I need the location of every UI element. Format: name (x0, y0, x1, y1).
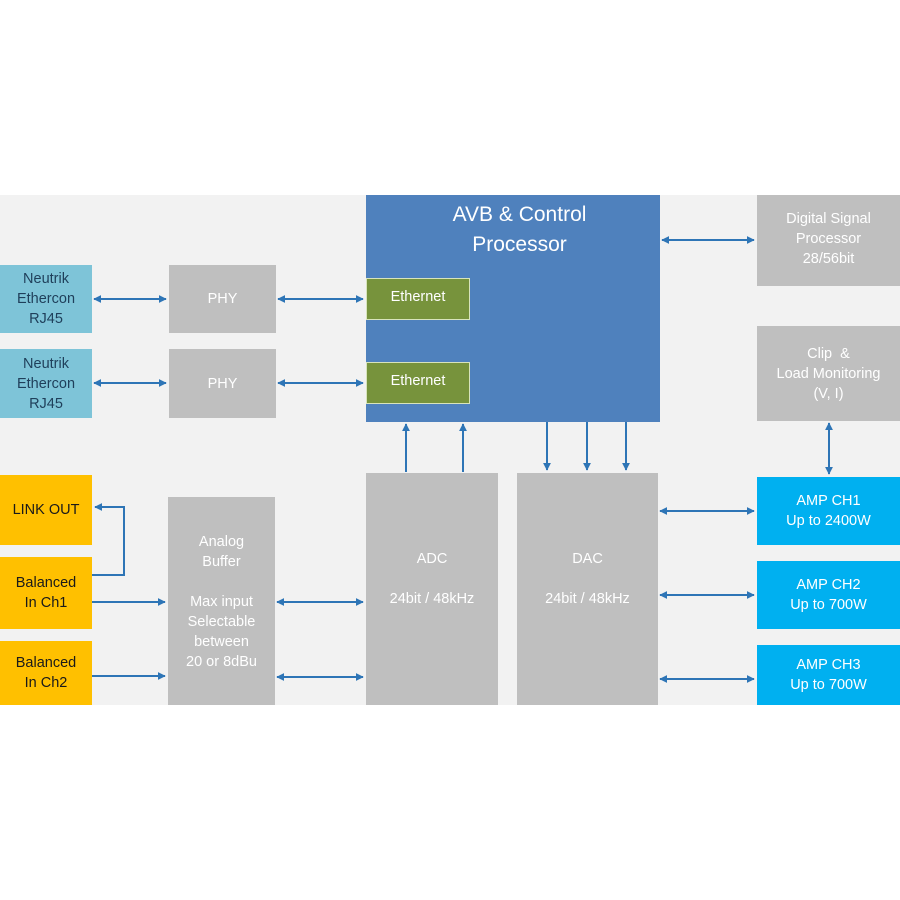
ethernet-port-1: Ethernet (366, 278, 470, 320)
neutrik-1-line3: RJ45 (29, 311, 63, 327)
link-out-label: LINK OUT (12, 502, 80, 518)
amp-ch3: AMP CH3 Up to 700W (757, 645, 900, 705)
balanced-in-ch1: Balanced In Ch1 (0, 557, 92, 629)
analog-line4: Selectable (187, 614, 256, 630)
clip-load-monitoring: Clip & Load Monitoring (V, I) (757, 326, 900, 421)
ethernet-port-2-label: Ethernet (390, 373, 446, 389)
neutrik-2-line3: RJ45 (29, 395, 63, 412)
neutrik-2-line2: Ethercon (16, 375, 76, 392)
dac-spec: 24bit / 48kHz (545, 591, 630, 607)
ethernet-port-1-label: Ethernet (390, 289, 446, 305)
phy-block-2-label: PHY (207, 375, 238, 392)
amp-ch3-power: Up to 700W (790, 677, 867, 693)
arrow-ch1-linkout (92, 503, 125, 576)
neutrik-1-line1: Neutrik (23, 271, 69, 287)
analog-line5: between (194, 634, 249, 650)
amp-ch1: AMP CH1 Up to 2400W (757, 477, 900, 545)
amp-ch1-name: AMP CH1 (796, 493, 861, 509)
adc-spec: 24bit / 48kHz (389, 591, 475, 607)
avb-title-line1: AVB & Control (452, 203, 587, 226)
balanced-ch2-line1: Balanced (15, 655, 77, 671)
analog-line2: Buffer (202, 554, 241, 570)
balanced-ch1-line1: Balanced (15, 575, 77, 591)
neutrik-2-line1: Neutrik (23, 355, 69, 372)
phy-block-2: PHY (169, 349, 276, 418)
adc-name: ADC (416, 551, 448, 567)
adc-block: ADC 24bit / 48kHz (366, 473, 498, 705)
dsp-line3: 28/56bit (802, 251, 855, 267)
dsp-line2: Processor (795, 231, 862, 247)
dac-block: DAC 24bit / 48kHz (517, 473, 658, 705)
phy-block-1: PHY (169, 265, 276, 333)
neutrik-connector-2: Neutrik Ethercon RJ45 (0, 349, 92, 418)
neutrik-connector-1: Neutrik Ethercon RJ45 (0, 265, 92, 333)
amp-ch2: AMP CH2 Up to 700W (757, 561, 900, 629)
amp-ch2-name: AMP CH2 (796, 577, 861, 593)
avb-title-line2: Processor (472, 233, 567, 256)
ethernet-port-2: Ethernet (366, 362, 470, 404)
neutrik-1-line2: Ethercon (16, 291, 76, 307)
analog-line1: Analog (198, 534, 245, 550)
clip-line2: Load Monitoring (776, 365, 881, 382)
digital-signal-processor: Digital Signal Processor 28/56bit (757, 195, 900, 286)
amp-ch1-power: Up to 2400W (786, 513, 871, 529)
clip-line1: Clip & (807, 345, 850, 362)
balanced-in-ch2: Balanced In Ch2 (0, 641, 92, 705)
dac-name: DAC (572, 551, 603, 567)
analog-line6: 20 or 8dBu (186, 654, 257, 670)
clip-line3: (V, I) (813, 385, 844, 402)
link-out: LINK OUT (0, 475, 92, 545)
avb-processor-title: AVB & Control Processor (366, 200, 673, 260)
analog-line3: Max input (190, 594, 253, 610)
amp-ch3-name: AMP CH3 (796, 657, 861, 673)
amp-ch2-power: Up to 700W (790, 597, 867, 613)
analog-buffer: Analog Buffer Max input Selectable betwe… (168, 497, 275, 705)
balanced-ch1-line2: In Ch1 (24, 595, 68, 611)
balanced-ch2-line2: In Ch2 (24, 675, 68, 691)
dsp-line1: Digital Signal (786, 211, 871, 227)
phy-block-1-label: PHY (207, 291, 238, 307)
